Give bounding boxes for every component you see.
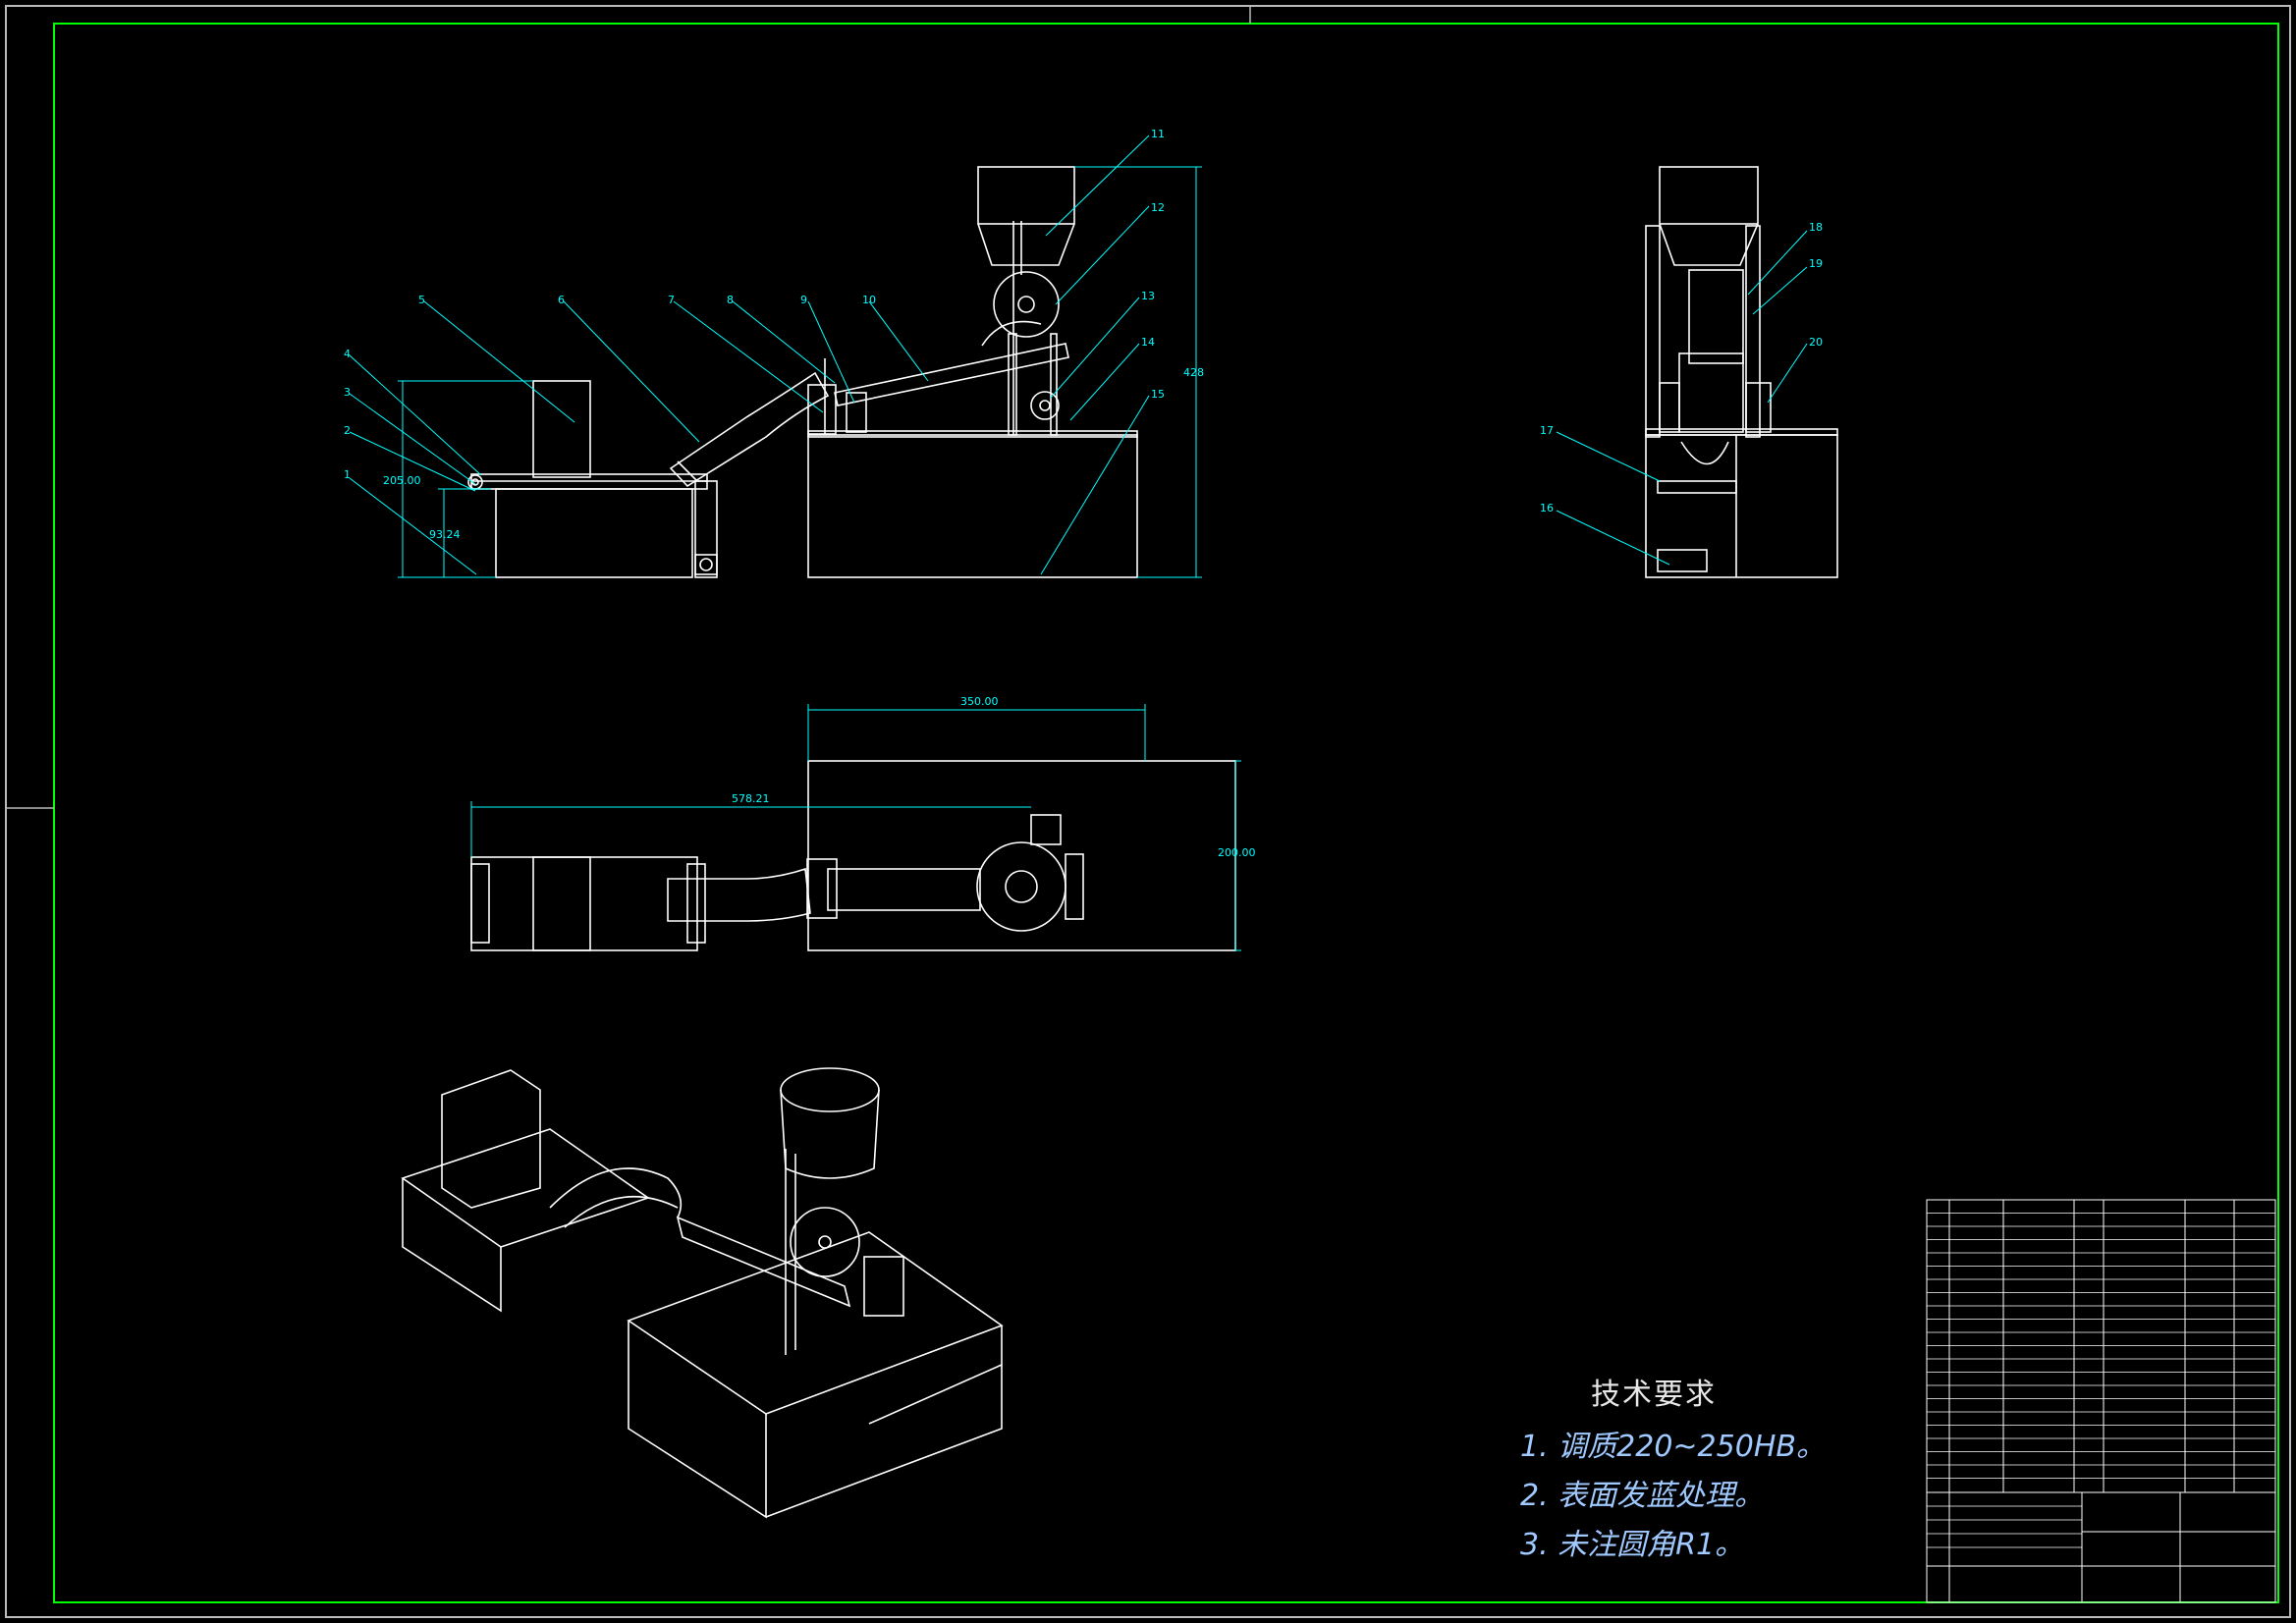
title-block — [1926, 1199, 2276, 1603]
sheet-frame — [5, 5, 2291, 1618]
balloon-9: 9 — [800, 294, 807, 306]
balloon-4: 4 — [344, 348, 351, 360]
balloon-18: 18 — [1809, 221, 1823, 234]
dim-93: 93.24 — [429, 528, 461, 541]
balloon-labels-side: 16 17 18 19 20 — [1540, 221, 1823, 514]
dim-428: 428 — [1183, 366, 1204, 379]
dim-578: 578.21 — [732, 792, 770, 805]
balloon-10: 10 — [862, 294, 876, 306]
tech-requirement-2: 2. 表面发蓝处理。 — [1520, 1479, 1765, 1513]
tech-requirements-title: 技术要求 — [1591, 1378, 1717, 1412]
tech-requirement-3: 3. 未注圆角R1。 — [1520, 1528, 1745, 1562]
top-view-dimensions — [470, 704, 1241, 951]
isometric-view — [401, 1067, 1004, 1519]
dim-350: 350.00 — [960, 695, 999, 708]
dim-200: 200.00 — [1218, 846, 1256, 859]
balloon-5: 5 — [418, 294, 425, 306]
balloon-19: 19 — [1809, 257, 1823, 270]
balloon-13: 13 — [1141, 290, 1155, 302]
balloon-14: 14 — [1141, 336, 1155, 349]
tech-requirement-1: 1. 调质220~250HB。 — [1520, 1430, 1826, 1464]
balloon-2: 2 — [344, 424, 351, 437]
front-view — [467, 166, 1138, 578]
bom-rows — [1927, 1213, 2275, 1548]
dim-205: 205.00 — [383, 474, 421, 487]
balloon-6: 6 — [558, 294, 565, 306]
balloon-1: 1 — [344, 468, 351, 481]
balloon-12: 12 — [1151, 201, 1165, 214]
balloon-20: 20 — [1809, 336, 1823, 349]
balloon-11: 11 — [1151, 128, 1165, 140]
balloon-3: 3 — [344, 386, 351, 399]
balloon-15: 15 — [1151, 388, 1165, 401]
front-view-dimensions — [398, 166, 1202, 578]
balloon-16: 16 — [1540, 502, 1554, 514]
front-view-leaders — [349, 135, 1150, 575]
balloon-7: 7 — [668, 294, 675, 306]
balloon-8: 8 — [727, 294, 734, 306]
side-view — [1645, 166, 1838, 578]
balloon-17: 17 — [1540, 424, 1554, 437]
balloon-labels-front: 1 2 3 4 5 6 7 8 9 10 11 12 13 14 15 — [344, 128, 1165, 481]
top-view — [470, 760, 1236, 951]
side-view-leaders — [1556, 230, 1808, 566]
